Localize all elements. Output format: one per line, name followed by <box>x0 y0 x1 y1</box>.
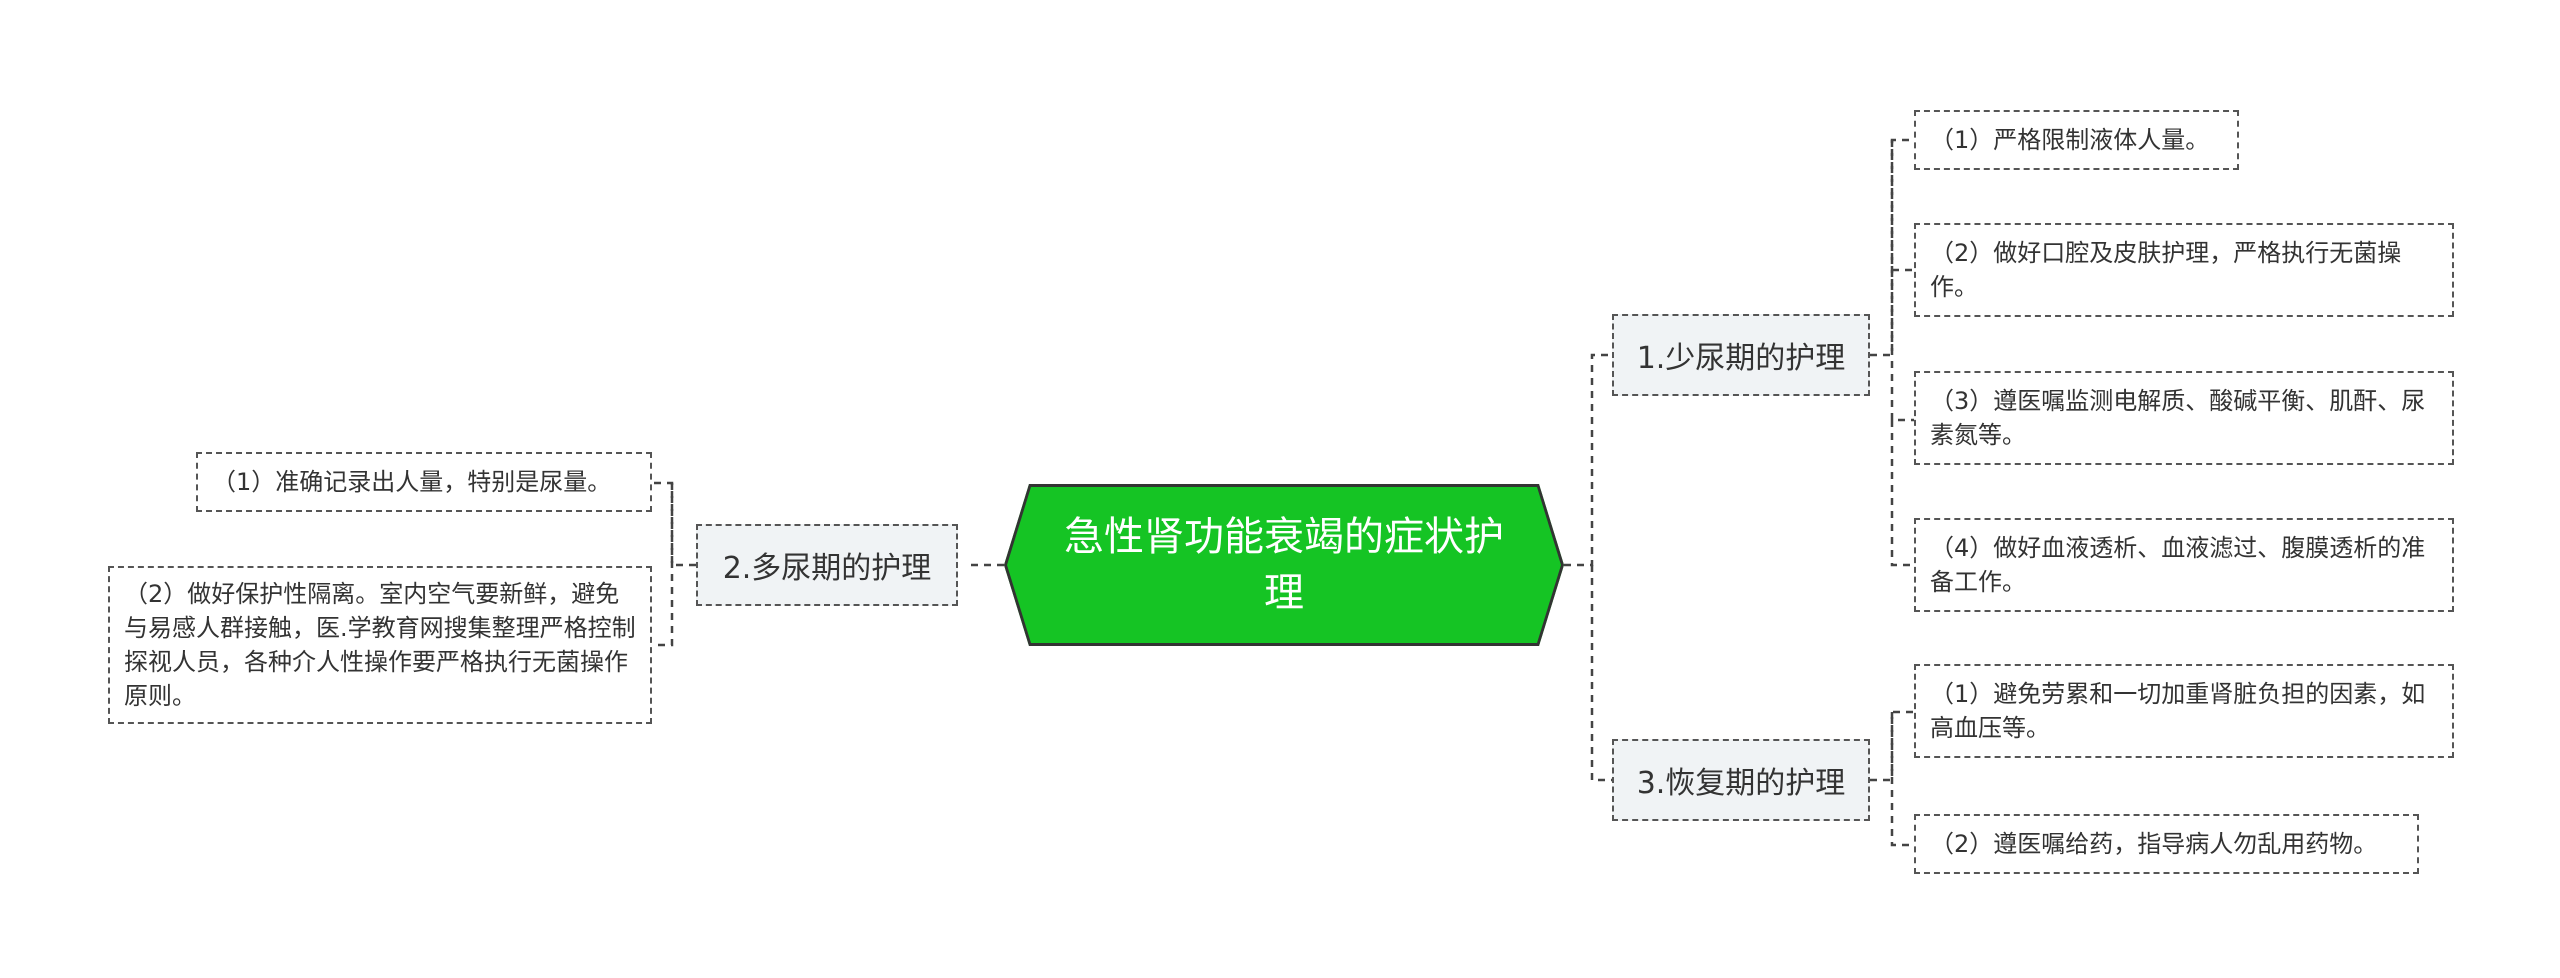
leaf-item[interactable]: （2）做好口腔及皮肤护理，严格执行无菌操作。 <box>1914 223 2454 317</box>
leaf-text: （1）准确记录出人量，特别是尿量。 <box>212 468 612 496</box>
connector-branch2-leaves <box>652 481 696 567</box>
connector-root-branch3 <box>1590 565 1612 782</box>
leaf-text: （4）做好血液透析、血液滤过、腹膜透析的准备工作。 <box>1930 534 2426 596</box>
connector-branch3-leaves <box>1870 710 1914 782</box>
branch-label: 1.少尿期的护理 <box>1636 341 1846 376</box>
branch-recovery-care[interactable]: 3.恢复期的护理 <box>1612 739 1870 821</box>
connector-root-right <box>1564 353 1612 567</box>
leaf-text: （3）遵医嘱监测电解质、酸碱平衡、肌酐、尿素氮等。 <box>1930 387 2426 449</box>
branch-oliguria-care[interactable]: 1.少尿期的护理 <box>1612 314 1870 396</box>
branch-label: 3.恢复期的护理 <box>1636 766 1846 801</box>
leaf-item[interactable]: （2）做好保护性隔离。室内空气要新鲜，避免与易感人群接触，医.学教育网搜集整理严… <box>108 566 652 724</box>
root-topic-label: 急性肾功能衰竭的症状护理 <box>1064 514 1504 616</box>
leaf-text: （1）避免劳累和一切加重肾脏负担的因素，如高血压等。 <box>1930 680 2426 742</box>
leaf-text: （2）做好口腔及皮肤护理，严格执行无菌操作。 <box>1930 239 2402 301</box>
leaf-item[interactable]: （1）避免劳累和一切加重肾脏负担的因素，如高血压等。 <box>1914 664 2454 758</box>
leaf-item[interactable]: （2）遵医嘱给药，指导病人勿乱用药物。 <box>1914 814 2419 874</box>
leaf-text: （2）遵医嘱给药，指导病人勿乱用药物。 <box>1930 830 2378 858</box>
branch-polyuria-care[interactable]: 2.多尿期的护理 <box>696 524 958 606</box>
leaf-item[interactable]: （4）做好血液透析、血液滤过、腹膜透析的准备工作。 <box>1914 518 2454 612</box>
branch-label: 2.多尿期的护理 <box>722 551 932 586</box>
leaf-text: （2）做好保护性隔离。室内空气要新鲜，避免与易感人群接触，医.学教育网搜集整理严… <box>124 580 636 710</box>
leaf-item[interactable]: （1）准确记录出人量，特别是尿量。 <box>196 452 652 512</box>
leaf-text: （1）严格限制液体人量。 <box>1930 126 2210 154</box>
root-topic[interactable]: 急性肾功能衰竭的症状护理 <box>1007 487 1561 643</box>
leaf-item[interactable]: （1）严格限制液体人量。 <box>1914 110 2239 170</box>
connector-branch1-leaves <box>1870 138 1914 357</box>
root-topic-border: 急性肾功能衰竭的症状护理 <box>1004 484 1564 646</box>
leaf-item[interactable]: （3）遵医嘱监测电解质、酸碱平衡、肌酐、尿素氮等。 <box>1914 371 2454 465</box>
